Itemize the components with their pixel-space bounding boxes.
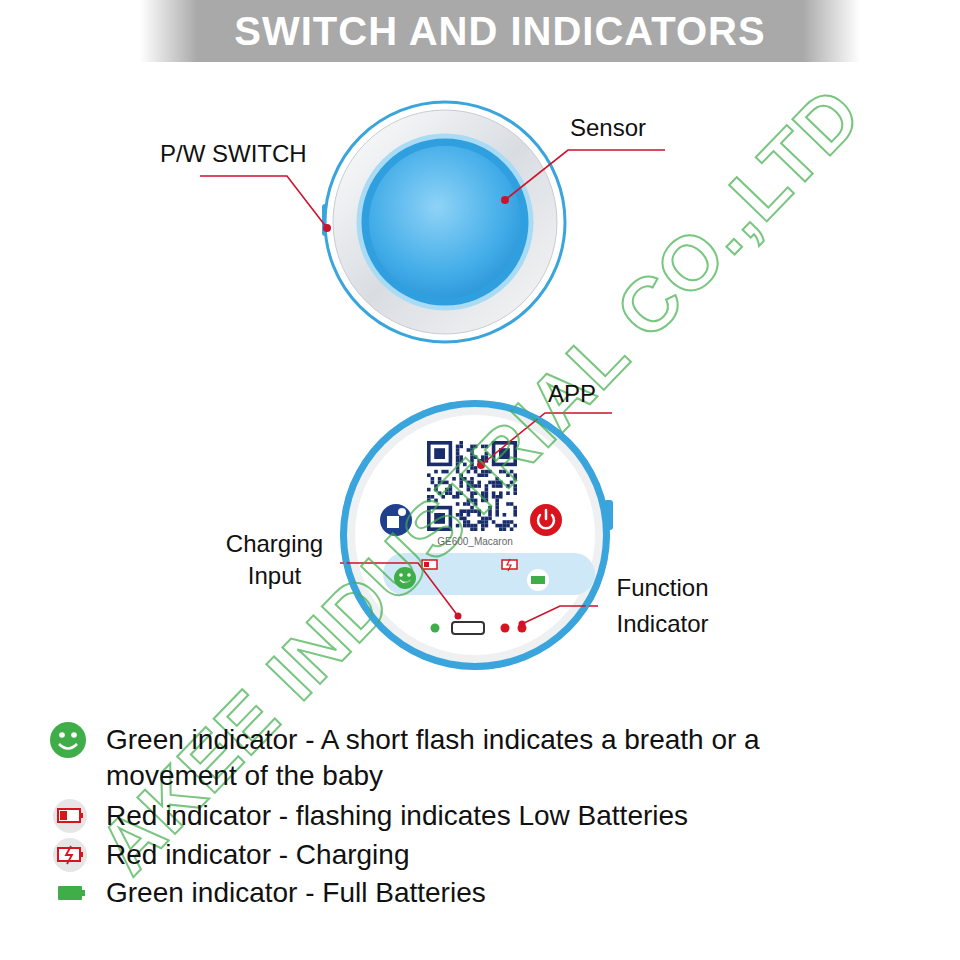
legend-charging	[53, 838, 87, 872]
legend-full-battery	[58, 886, 85, 900]
legend-smiley	[50, 722, 86, 758]
usb-port	[452, 622, 484, 634]
legend-text: Red indicator - flashing indicates Low B…	[106, 798, 826, 834]
legend-text: Red indicator - Charging	[106, 837, 826, 873]
red-led	[501, 624, 510, 633]
part-label: Function Indicator	[600, 570, 725, 642]
legend-low-battery	[53, 799, 87, 833]
charging-icon	[502, 559, 517, 571]
part-label: P/W SWITCH	[160, 140, 360, 168]
part-label: Charging Input	[212, 528, 337, 592]
full-battery-icon	[527, 569, 549, 591]
legend-text: Green indicator - Full Batteries	[106, 875, 826, 911]
legend-text: Green indicator - A short flash indicate…	[106, 722, 826, 794]
model-name: GE600_Macaron	[340, 536, 610, 547]
part-label: Sensor	[570, 114, 690, 142]
green-led	[431, 624, 440, 633]
device-back-face: GE600_Macaron	[340, 400, 610, 670]
power-icon	[530, 504, 562, 536]
device-outline	[340, 400, 610, 670]
title-band	[140, 0, 860, 62]
part-label: APP	[548, 380, 628, 408]
page-title: SWITCH AND INDICATORS	[150, 8, 850, 54]
sensor-device	[322, 102, 565, 342]
